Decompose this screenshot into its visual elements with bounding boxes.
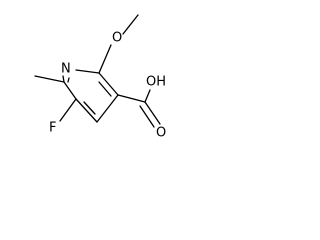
bond-carboxyl-o-double-1 bbox=[144, 101, 161, 125]
structure-canvas: N O OH O F bbox=[0, 0, 200, 185]
bond-c2-c3 bbox=[98, 72, 119, 96]
atom-label-methoxy-oxygen: O bbox=[112, 31, 122, 46]
bond-c4-c5 bbox=[75, 98, 98, 123]
bond-carboxyl-o-double-2 bbox=[139, 105, 155, 128]
atom-label-carbonyl-oxygen: O bbox=[156, 126, 166, 141]
bond-c4-c5-inner bbox=[83, 101, 96, 115]
bond-o-methyl bbox=[122, 14, 139, 35]
bond-n-c2 bbox=[75, 69, 100, 74]
bond-carboxyl-oh bbox=[144, 89, 151, 103]
atom-label-fluorine: F bbox=[49, 121, 56, 136]
molecule-structure: N O OH O F bbox=[34, 14, 166, 141]
atom-label-carboxyl-oh: OH bbox=[146, 75, 166, 90]
bond-c5-c6 bbox=[63, 81, 77, 100]
bond-c3-carboxyl bbox=[117, 94, 146, 103]
bond-c6-n bbox=[62, 75, 65, 83]
bond-c5-f bbox=[59, 98, 77, 122]
bond-c6-methyl bbox=[34, 75, 65, 83]
bond-c2-c3-inner bbox=[98, 81, 112, 97]
bond-c2-o-methoxy bbox=[98, 44, 112, 74]
bond-c6-n-inner bbox=[67, 77, 70, 83]
atom-label-ring-nitrogen: N bbox=[61, 62, 71, 77]
bond-c3-c4 bbox=[96, 94, 119, 123]
